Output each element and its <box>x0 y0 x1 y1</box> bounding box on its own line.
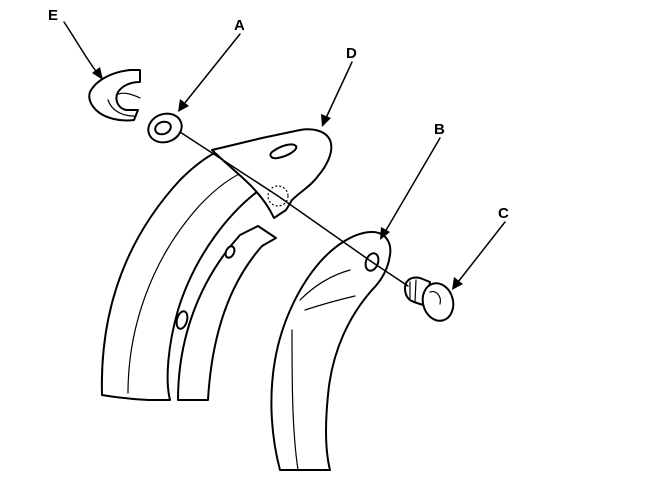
callout-e-label: E <box>48 7 58 24</box>
wave-washer <box>147 112 183 144</box>
assembly-axis-line <box>179 131 409 287</box>
callout-d-label: D <box>346 45 357 62</box>
parking-brake-lever <box>270 231 392 471</box>
callout-leaders <box>63 21 506 290</box>
callout-a-label: A <box>234 17 245 34</box>
callout-c-label: C <box>498 205 509 222</box>
u-clip <box>88 69 141 122</box>
callout-b-label: B <box>434 121 445 138</box>
brake-shoe <box>100 128 333 401</box>
parking-brake-pin <box>404 276 455 322</box>
